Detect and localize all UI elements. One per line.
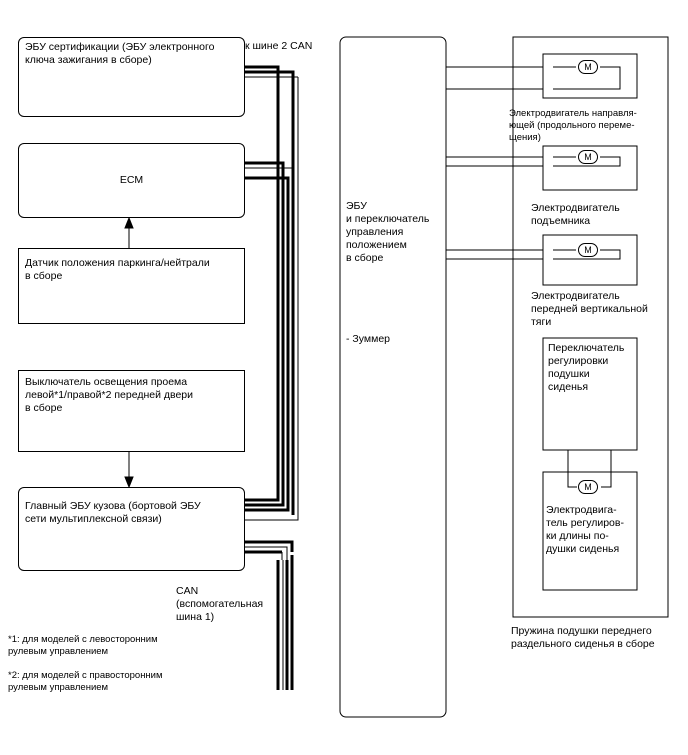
park-sensor-label: Датчик положения паркинга/нейтрали в сбо… [25,257,210,282]
arrow-park-to-ecm [124,216,134,248]
spring-assembly-label: Пружина подушки переднего раздельного си… [511,625,655,650]
ecu-column-shape [339,36,447,718]
lifter-motor-icon: M [578,150,598,164]
note-1: *1: для моделей с левосторонним рулевым … [8,634,158,657]
slide-motor-label: Электродвигатель направля- ющей (продоль… [509,108,637,143]
door-switch-label: Выключатель освещения проема левой*1/пра… [25,376,193,414]
park-sensor-box: Датчик положения паркинга/нейтрали в сбо… [18,248,245,324]
motor-inner-wiring [553,66,621,260]
main-body-ecu-box: Главный ЭБУ кузова (бортовой ЭБУ сети му… [18,487,245,571]
ecu-switch-label: ЭБУ и переключатель управления положение… [346,200,430,264]
cushion-motor-label: Электродвига- тель регулиров- ки длины п… [546,504,624,555]
cushion-switch-label: Переключатель регулировки подушки сидень… [548,342,625,393]
lifter-motor-label: Электродвигатель подъемника [531,202,620,227]
ecm-box: ECM [18,143,245,218]
note-2: *2: для моделей с правосторонним рулевым… [8,670,163,693]
buzzer-label: - Зуммер [346,333,391,345]
certification-ecu-label: ЭБУ сертификации (ЭБУ электронного ключа… [25,41,215,66]
motor-wires [446,66,543,260]
cushion-wiring [567,450,612,488]
can-bus-bundle [244,65,299,521]
cushion-motor-icon: M [578,480,598,494]
slide-motor-icon: M [578,60,598,74]
certification-ecu-box: ЭБУ сертификации (ЭБУ электронного ключа… [18,37,245,117]
vertical-motor-icon: M [578,243,598,257]
arrow-door-to-body [124,452,134,489]
seat-assembly-frame [512,36,669,618]
to-can2-label: к шине 2 CAN [245,40,313,52]
can-sub-bundle [244,540,294,690]
cushion-switch-box [542,337,638,451]
main-body-ecu-label: Главный ЭБУ кузова (бортовой ЭБУ сети му… [25,500,201,525]
vertical-motor-label: Электродвигатель передней вертикальной т… [531,290,648,328]
ecm-label: ECM [119,174,144,186]
door-switch-box: Выключатель освещения проема левой*1/пра… [18,370,245,452]
can-sub-label: CAN (вспомогательная шина 1) [176,585,264,623]
